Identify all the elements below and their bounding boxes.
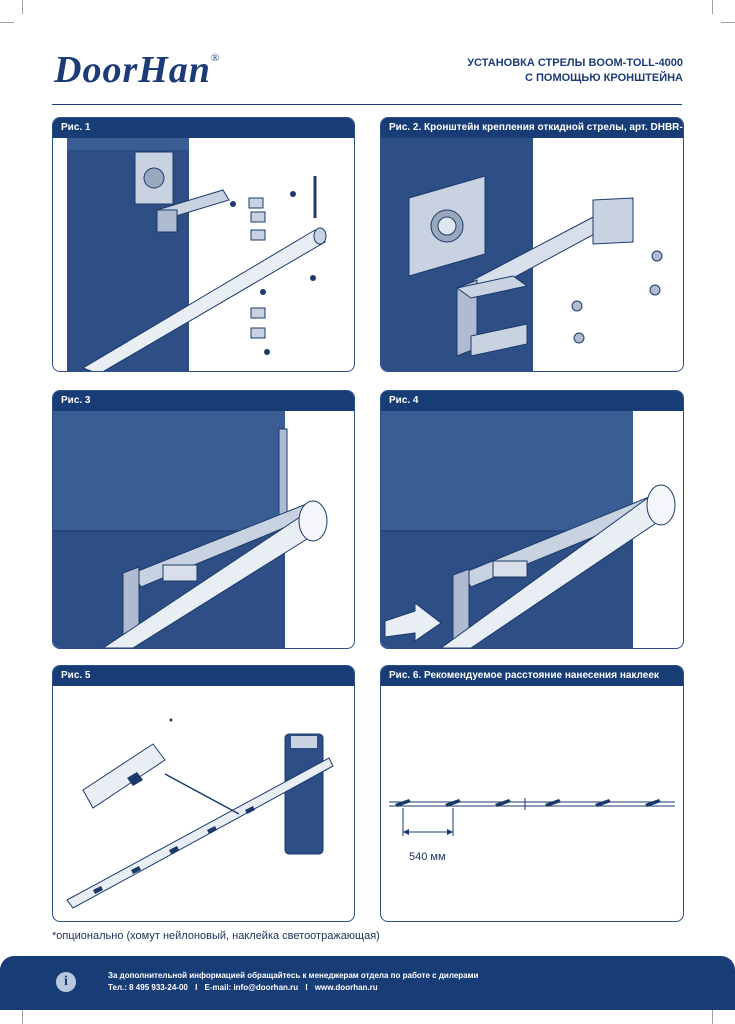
- figure-1-label: Рис. 1: [53, 118, 354, 138]
- crop-mark: [0, 22, 14, 23]
- footer-line-1: За дополнительной информацией обращайтес…: [108, 971, 479, 980]
- arrow-icon: [384, 601, 442, 642]
- figure-2-illustration: [381, 138, 683, 371]
- sticker-spacing-label: 540 мм: [409, 851, 446, 863]
- footer-separator: I: [305, 983, 308, 992]
- document-title: УСТАНОВКА СТРЕЛЫ BOOM-TOLL-4000 С ПОМОЩЬ…: [467, 57, 683, 84]
- footer-line-2: Тел.: 8 495 933-24-00 I E-mail: info@doo…: [108, 982, 478, 994]
- figure-4-label: Рис. 4: [381, 391, 683, 411]
- doorhan-logo: DoorHan®: [54, 49, 221, 91]
- crop-mark: [712, 0, 713, 14]
- footer-contact-text: За дополнительной информацией обращайтес…: [108, 970, 478, 994]
- figure-5-panel: Рис. 5: [52, 665, 355, 922]
- crop-mark: [712, 1010, 713, 1024]
- crop-mark: [22, 0, 23, 14]
- figure-1-illustration: [53, 138, 354, 371]
- figure-6-panel: Рис. 6. Рекомендуемое расстояние нанесен…: [380, 665, 684, 922]
- footer-separator: I: [195, 983, 198, 992]
- header-divider: [52, 104, 682, 105]
- figure-5-label: Рис. 5: [53, 666, 354, 686]
- figure-2-panel: Рис. 2. Кронштейн крепления откидной стр…: [380, 117, 684, 372]
- figure-6-label: Рис. 6. Рекомендуемое расстояние нанесен…: [381, 666, 683, 686]
- footer-phone: Тел.: 8 495 933-24-00: [108, 983, 188, 992]
- crop-mark: [22, 1010, 23, 1024]
- footer-email[interactable]: E-mail: info@doorhan.ru: [204, 983, 299, 992]
- figure-5-illustration: [53, 686, 354, 921]
- figure-3-panel: Рис. 3: [52, 390, 355, 649]
- footer-bar: i За дополнительной информацией обращайт…: [0, 956, 735, 1010]
- figure-1-panel: Рис. 1: [52, 117, 355, 372]
- figure-2-label: Рис. 2. Кронштейн крепления откидной стр…: [381, 118, 683, 138]
- figure-3-illustration: [53, 411, 354, 648]
- figure-6-illustration: 540 мм: [381, 686, 683, 921]
- figure-4-panel: Рис. 4: [380, 390, 684, 649]
- figure-3-label: Рис. 3: [53, 391, 354, 411]
- crop-mark: [721, 22, 735, 23]
- figure-4-illustration: [381, 411, 683, 648]
- footer-website[interactable]: www.doorhan.ru: [314, 983, 378, 992]
- footnote: *опционально (хомут нейлоновый, наклейка…: [52, 930, 380, 942]
- info-icon: i: [56, 972, 76, 992]
